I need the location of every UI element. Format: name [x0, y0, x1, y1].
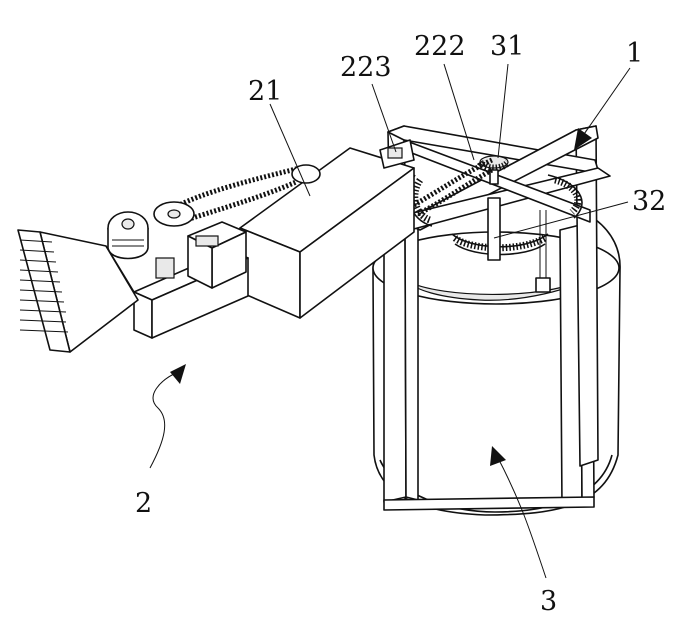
horizontal-arm [133, 221, 249, 339]
label-31: 31 [490, 31, 524, 62]
label-21: 21 [248, 76, 282, 107]
label-222: 222 [414, 31, 466, 62]
label-2: 2 [135, 488, 152, 519]
label-1: 1 [626, 38, 643, 69]
part-labels: 21 223 222 31 1 32 2 3 [135, 31, 666, 617]
belt-drive [107, 164, 321, 260]
leader-lines [149, 63, 631, 579]
brush-head [17, 229, 139, 353]
center-shaft [477, 155, 511, 261]
label-32: 32 [632, 186, 666, 217]
label-3: 3 [540, 586, 557, 617]
label-223: 223 [340, 52, 392, 83]
drive-chain [412, 157, 494, 217]
